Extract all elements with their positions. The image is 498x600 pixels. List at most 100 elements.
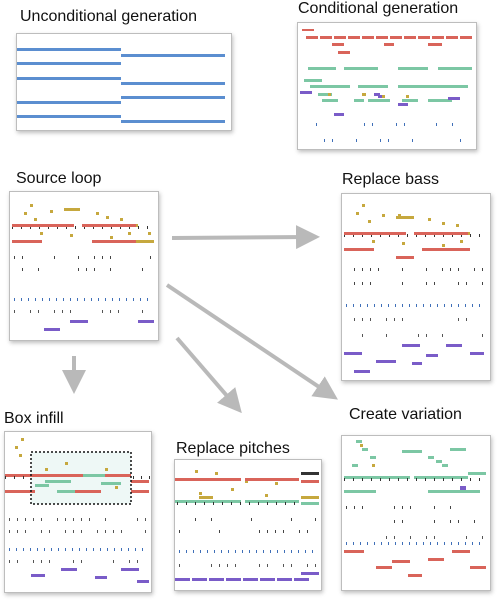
tick bbox=[78, 268, 79, 271]
tick bbox=[78, 256, 79, 259]
tick-blue bbox=[91, 298, 92, 301]
tick bbox=[147, 226, 148, 229]
note-red bbox=[320, 36, 332, 39]
tick bbox=[211, 564, 212, 567]
note-green bbox=[438, 67, 472, 70]
note-purple bbox=[412, 362, 422, 365]
piano-roll-replace-bass bbox=[344, 204, 484, 373]
tick-blue bbox=[451, 304, 452, 307]
tick bbox=[443, 478, 444, 481]
note-red bbox=[414, 232, 468, 235]
tick bbox=[364, 123, 365, 126]
tick bbox=[452, 478, 453, 481]
tick bbox=[213, 502, 214, 505]
note-olive bbox=[362, 204, 365, 207]
tick-blue bbox=[100, 548, 101, 551]
tick bbox=[179, 530, 180, 533]
note-olive bbox=[428, 218, 431, 221]
tick bbox=[145, 518, 146, 521]
tick bbox=[344, 234, 345, 237]
note-olive bbox=[301, 496, 319, 499]
tick bbox=[179, 564, 180, 567]
note-green bbox=[322, 99, 338, 102]
note-green bbox=[45, 480, 71, 483]
tick bbox=[33, 518, 34, 521]
tick bbox=[388, 139, 389, 142]
tick bbox=[315, 518, 316, 521]
note-red bbox=[404, 36, 416, 39]
note-red bbox=[422, 248, 470, 251]
tick-blue bbox=[437, 542, 438, 545]
note-olive bbox=[50, 210, 53, 213]
note-red bbox=[446, 36, 458, 39]
note-red bbox=[75, 490, 101, 493]
note-red bbox=[396, 256, 414, 259]
note-green bbox=[398, 85, 468, 88]
tick bbox=[378, 268, 379, 271]
tick bbox=[75, 226, 76, 229]
note-purple bbox=[354, 370, 370, 373]
tick bbox=[452, 123, 453, 126]
tick-blue bbox=[23, 548, 24, 551]
tick bbox=[434, 234, 435, 237]
tick bbox=[402, 268, 403, 271]
tick bbox=[371, 234, 372, 237]
tick bbox=[142, 268, 143, 271]
note-red bbox=[348, 36, 360, 39]
tick bbox=[111, 226, 112, 229]
tick bbox=[407, 478, 408, 481]
tick-blue bbox=[14, 298, 15, 301]
tick bbox=[474, 268, 475, 271]
tick bbox=[145, 530, 146, 533]
tick bbox=[372, 123, 373, 126]
note-green bbox=[428, 490, 480, 493]
note-olive bbox=[406, 95, 409, 98]
tick bbox=[81, 560, 82, 563]
note-olive bbox=[106, 216, 109, 219]
note-purple bbox=[448, 97, 460, 100]
note-green bbox=[308, 67, 336, 70]
tick-blue bbox=[458, 542, 459, 545]
tick bbox=[394, 520, 395, 523]
tick bbox=[141, 476, 142, 479]
tick bbox=[9, 560, 10, 563]
tick bbox=[386, 536, 387, 539]
tick bbox=[344, 478, 345, 481]
tick bbox=[458, 318, 459, 321]
tick bbox=[362, 478, 363, 481]
note-olive bbox=[24, 212, 27, 215]
tick bbox=[371, 478, 372, 481]
note-olive bbox=[215, 472, 218, 475]
tick-blue bbox=[242, 550, 243, 553]
note-green bbox=[245, 500, 299, 503]
tick bbox=[57, 518, 58, 521]
tick bbox=[222, 502, 223, 505]
tick-blue bbox=[249, 550, 250, 553]
note-olive bbox=[328, 93, 331, 96]
tick-blue bbox=[444, 304, 445, 307]
tick bbox=[324, 139, 325, 142]
tick-blue bbox=[360, 304, 361, 307]
tick bbox=[73, 530, 74, 533]
tick bbox=[394, 536, 395, 539]
tick bbox=[219, 530, 220, 533]
tick-blue bbox=[388, 542, 389, 545]
tick bbox=[110, 268, 111, 271]
tick bbox=[102, 226, 103, 229]
tick bbox=[97, 530, 98, 533]
tick bbox=[466, 536, 467, 539]
note-olive bbox=[199, 496, 213, 499]
tick-blue bbox=[312, 550, 313, 553]
tick bbox=[30, 310, 31, 313]
note-olive bbox=[398, 214, 401, 217]
tick bbox=[121, 530, 122, 533]
tick-blue bbox=[63, 298, 64, 301]
note-red bbox=[428, 43, 442, 46]
tick bbox=[470, 478, 471, 481]
tick bbox=[291, 518, 292, 521]
note-olive bbox=[372, 464, 375, 467]
note-olive bbox=[442, 244, 445, 247]
tick-blue bbox=[472, 542, 473, 545]
tick-blue bbox=[112, 298, 113, 301]
note-olive bbox=[456, 224, 459, 227]
